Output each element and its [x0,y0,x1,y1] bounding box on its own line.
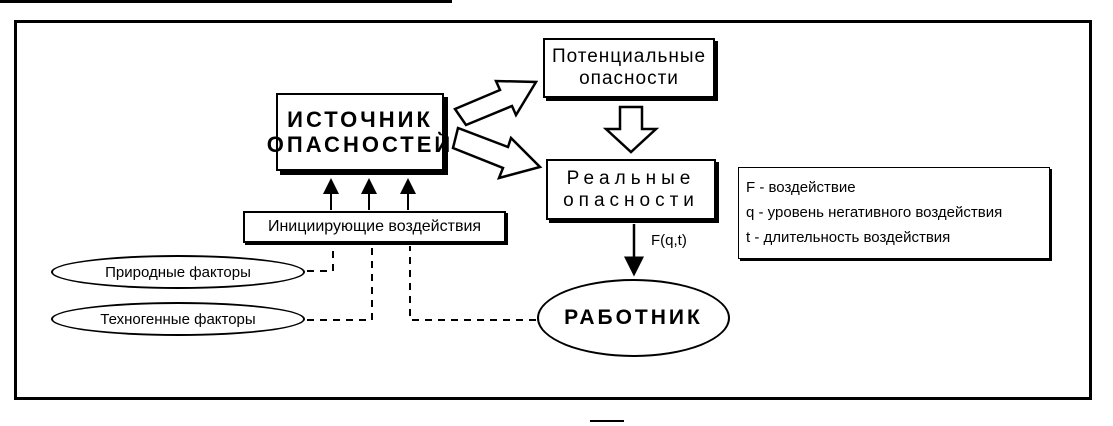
technogenic-factors-ellipse: Техногенные факторы [51,302,305,336]
natural-factors-ellipse: Природные факторы [51,255,305,289]
dashed-natural-to-init [307,246,334,272]
hazard-source-line2: ОПАСНОСТЕЙ [266,132,454,157]
legend-line-q: q - уровень негативного воздействия [746,204,1003,221]
real-hazards-line2: опасности [563,189,699,211]
natural-factors-label: Природные факторы [105,263,251,281]
function-label: F(q,t) [651,232,687,249]
dashed-worker-to-init [409,246,536,321]
hazard-source-line1: ИСТОЧНИК [287,106,433,132]
potential-hazards-line2: опасности [579,68,679,89]
initiating-influences-box: Инициирующие воздействия [243,211,506,243]
real-hazards-line1: Реальные [566,167,696,189]
initiating-influences-label: Инициирующие воздействия [267,217,482,235]
block-arrow-to-potential [453,79,539,127]
block-arrow-potential-to-real [602,105,660,154]
top-rule [0,0,452,3]
block-arrow-to-real [451,126,543,180]
potential-hazards-line1: Потенциальные [551,46,707,68]
legend-box: F - воздействие q - уровень негативного … [738,167,1050,259]
bottom-rule [590,420,624,422]
diagram-frame [14,20,1092,400]
hazard-source-box: ИСТОЧНИК ОПАСНОСТЕЙ [267,93,450,171]
worker-ellipse: РАБОТНИК [537,279,730,357]
technogenic-factors-label: Техногенные факторы [100,310,256,328]
worker-label: РАБОТНИК [564,306,703,329]
dashed-technogenic-to-init [307,246,373,321]
legend-line-t: t - длительность воздействия [746,229,951,246]
real-hazards-box: Реальные опасности [546,159,716,220]
potential-hazards-box: Потенциальные опасности [543,38,715,98]
legend-line-f: F - воздействие [746,179,856,196]
